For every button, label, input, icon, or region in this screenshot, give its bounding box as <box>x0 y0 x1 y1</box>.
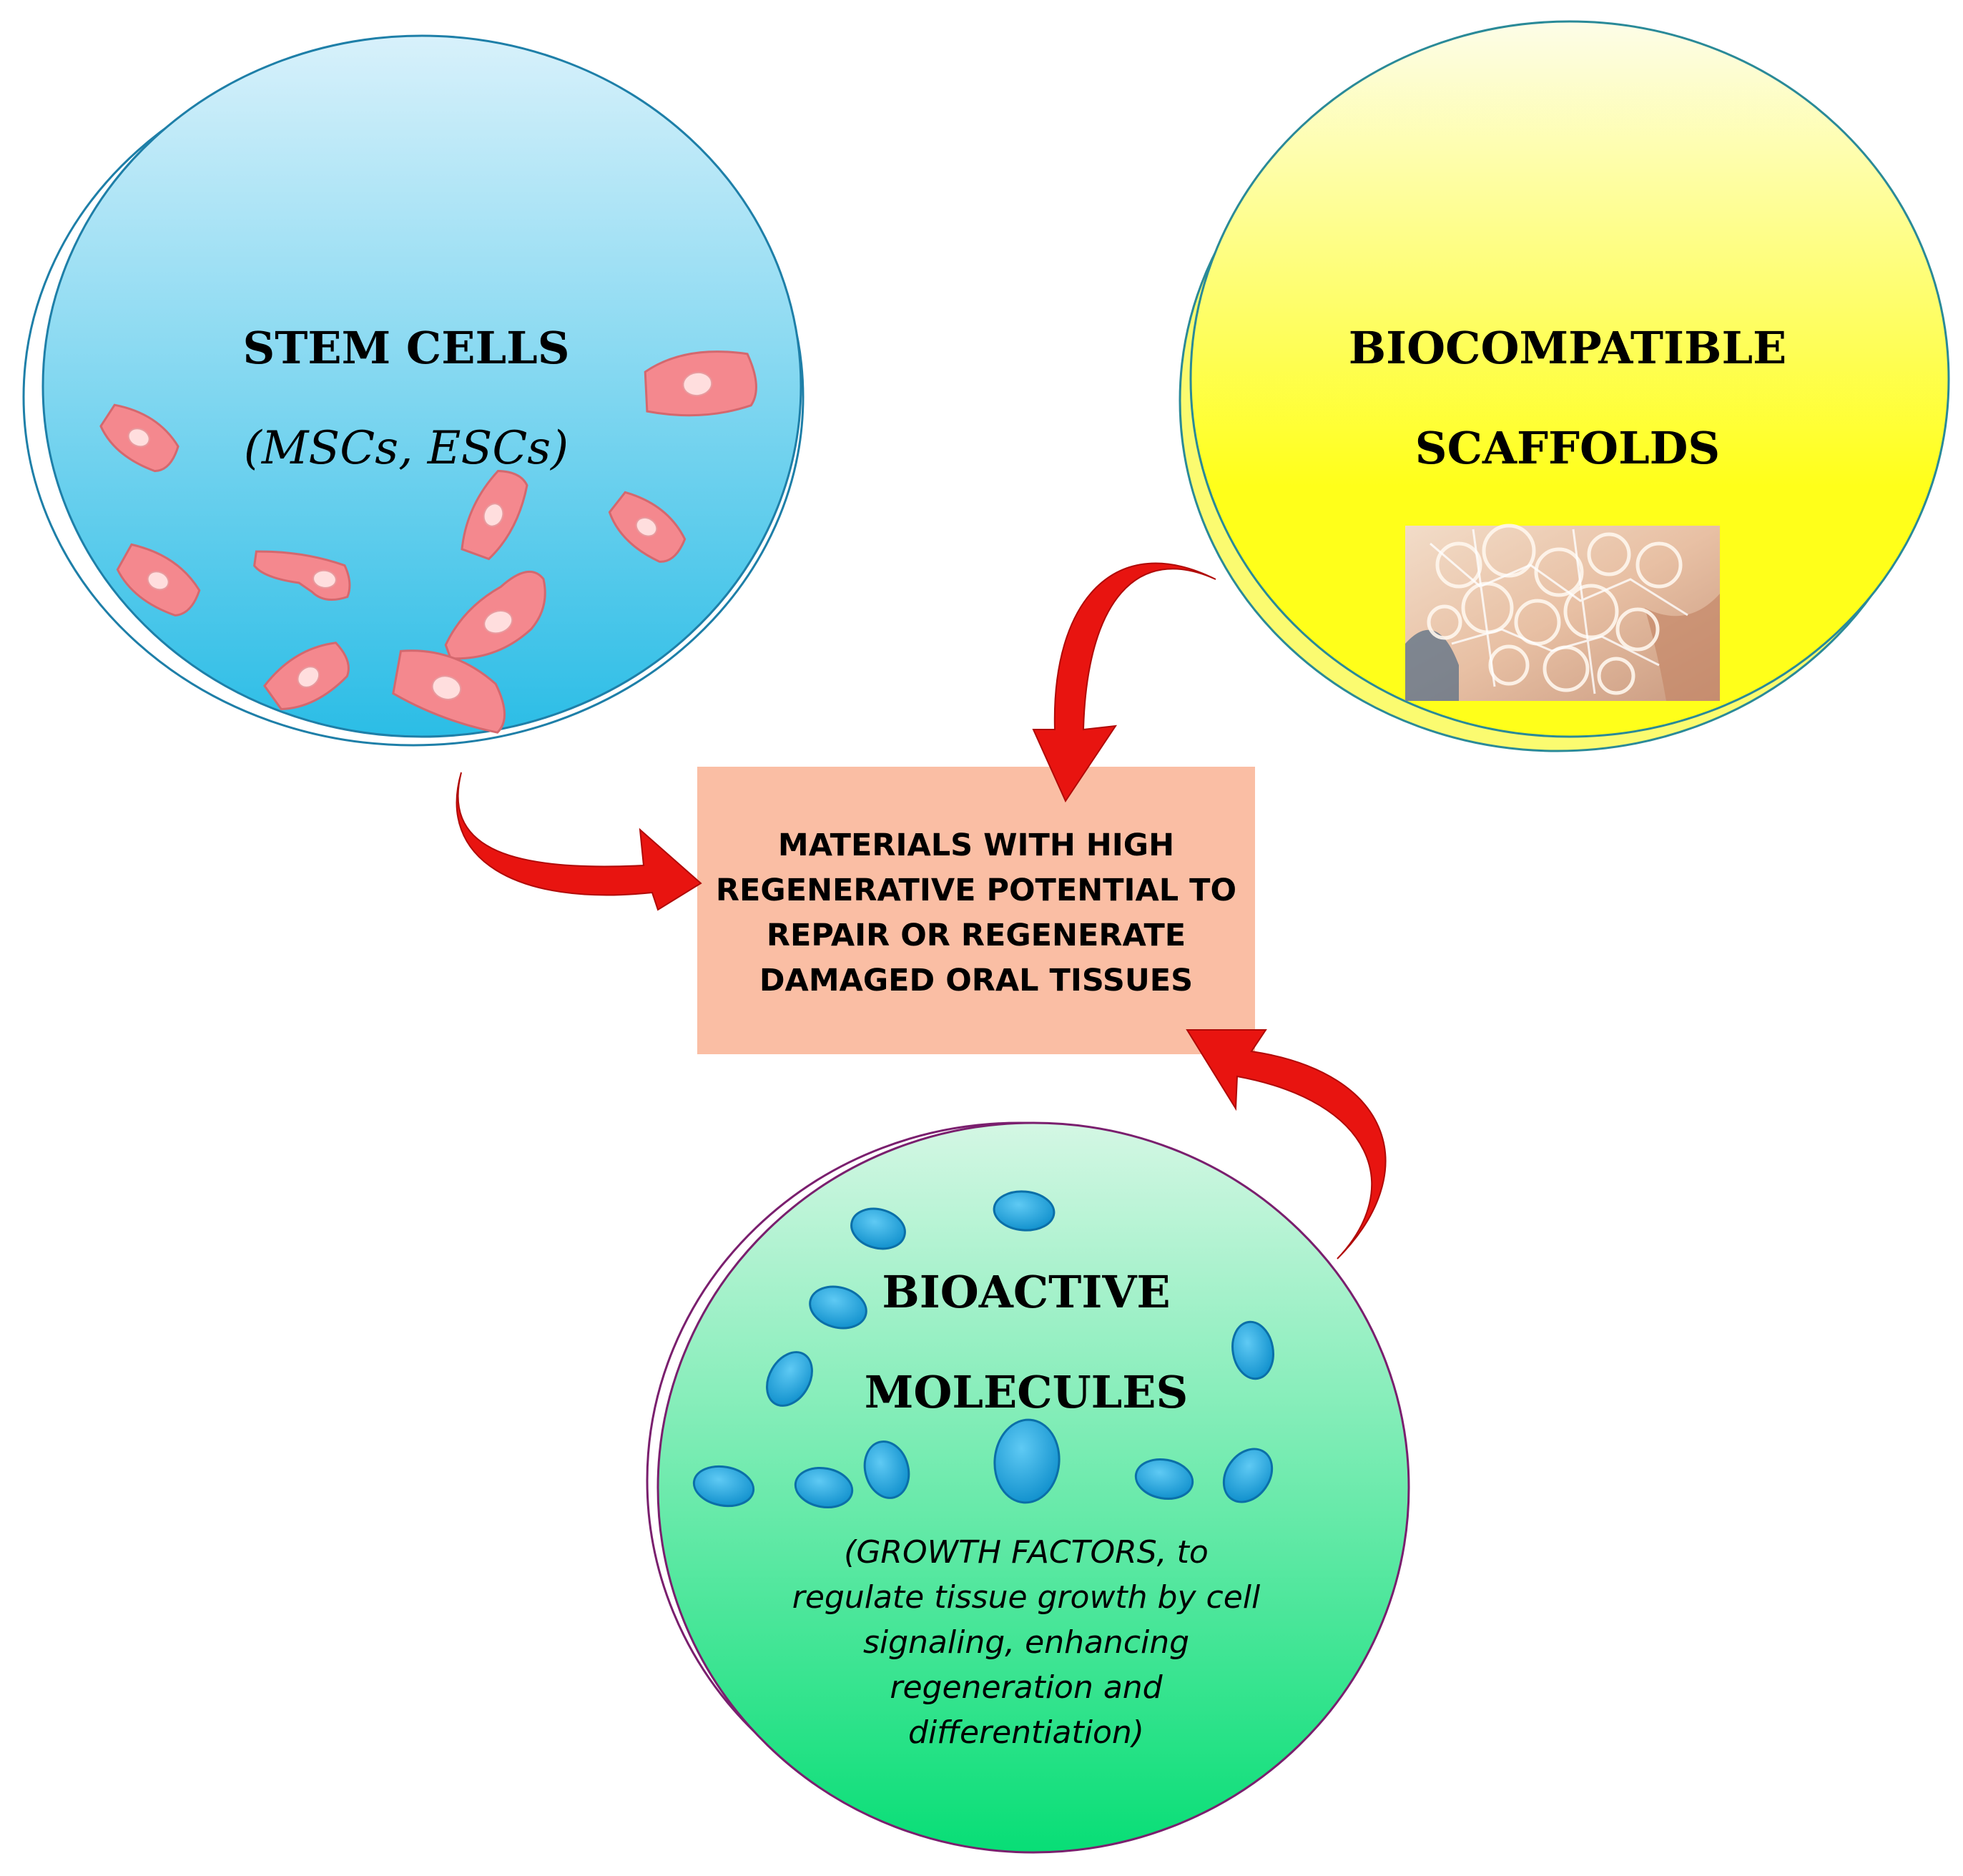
molecule-icon <box>1222 1448 1274 1503</box>
scaffolds-circle <box>1189 20 1950 738</box>
center-box: MATERIALS WITH HIGH REGENERATIVE POTENTI… <box>697 767 1255 1054</box>
stem-cell-icon <box>116 543 201 617</box>
arrow-bioactive-to-center <box>1186 1029 1387 1259</box>
molecule-icon <box>766 1351 813 1407</box>
center-box-background <box>697 767 1255 1054</box>
center-box-line-4: DAMAGED ORAL TISSUES <box>759 963 1193 998</box>
molecule-icon <box>993 1418 1061 1504</box>
molecule-icon <box>809 1285 867 1330</box>
arrow-stem-cells-to-center <box>456 772 702 911</box>
molecule-shapes <box>692 1190 1274 1508</box>
scaffolds-node: BIOCOMPATIBLE SCAFFOLDS <box>1179 20 1950 752</box>
center-box-line-2: REGENERATIVE POTENTIAL TO <box>716 873 1236 908</box>
stem-cell-icon <box>99 403 179 473</box>
molecule-icon <box>692 1465 755 1508</box>
stem-cell-icon <box>608 491 687 563</box>
stem-cell-icon <box>253 550 351 601</box>
bioactive-description-line-4: regeneration and <box>890 1669 1163 1706</box>
stem-cells-title: STEM CELLS <box>243 322 570 374</box>
bioactive-node: BIOACTIVE MOLECULES (GROWTH FACTORS, to … <box>646 1121 1410 1854</box>
bioactive-description-line-3: signaling, enhancing <box>863 1624 1189 1661</box>
stem-cell-shapes <box>99 350 757 734</box>
bioactive-title-line2: MOLECULES <box>865 1366 1189 1418</box>
stem-cells-node: STEM CELLS (MSCs, ESCs) <box>22 34 805 747</box>
molecule-icon <box>1134 1458 1194 1500</box>
stem-cells-subtitle: (MSCs, ESCs) <box>244 422 569 475</box>
arrows <box>456 562 1387 1259</box>
scaffolds-title-line2: SCAFFOLDS <box>1415 422 1720 474</box>
bioactive-description-line-1: (GROWTH FACTORS, to <box>844 1534 1209 1571</box>
bioactive-description-line-5: differentiation) <box>908 1714 1144 1751</box>
molecule-icon <box>1231 1320 1274 1380</box>
scaffold-image <box>1405 524 1720 701</box>
center-box-line-3: REPAIR OR REGENERATE <box>767 918 1186 953</box>
arrow-scaffolds-to-center <box>1032 562 1216 803</box>
stem-cell-icon <box>262 642 350 710</box>
bioactive-description-line-2: regulate tissue growth by cell <box>792 1579 1261 1616</box>
molecule-icon <box>993 1190 1056 1232</box>
molecule-icon <box>794 1467 854 1508</box>
stem-cell-icon <box>444 570 546 660</box>
stem-cell-icon <box>392 649 506 734</box>
stem-cell-icon <box>644 350 757 417</box>
scaffolds-title-line1: BIOCOMPATIBLE <box>1349 322 1787 374</box>
molecule-icon <box>863 1440 910 1499</box>
stem-cells-circle <box>41 34 802 738</box>
bioactive-title-line1: BIOACTIVE <box>882 1266 1170 1318</box>
stem-cell-icon <box>461 469 528 561</box>
center-box-line-1: MATERIALS WITH HIGH <box>778 827 1174 863</box>
molecule-icon <box>850 1207 906 1250</box>
